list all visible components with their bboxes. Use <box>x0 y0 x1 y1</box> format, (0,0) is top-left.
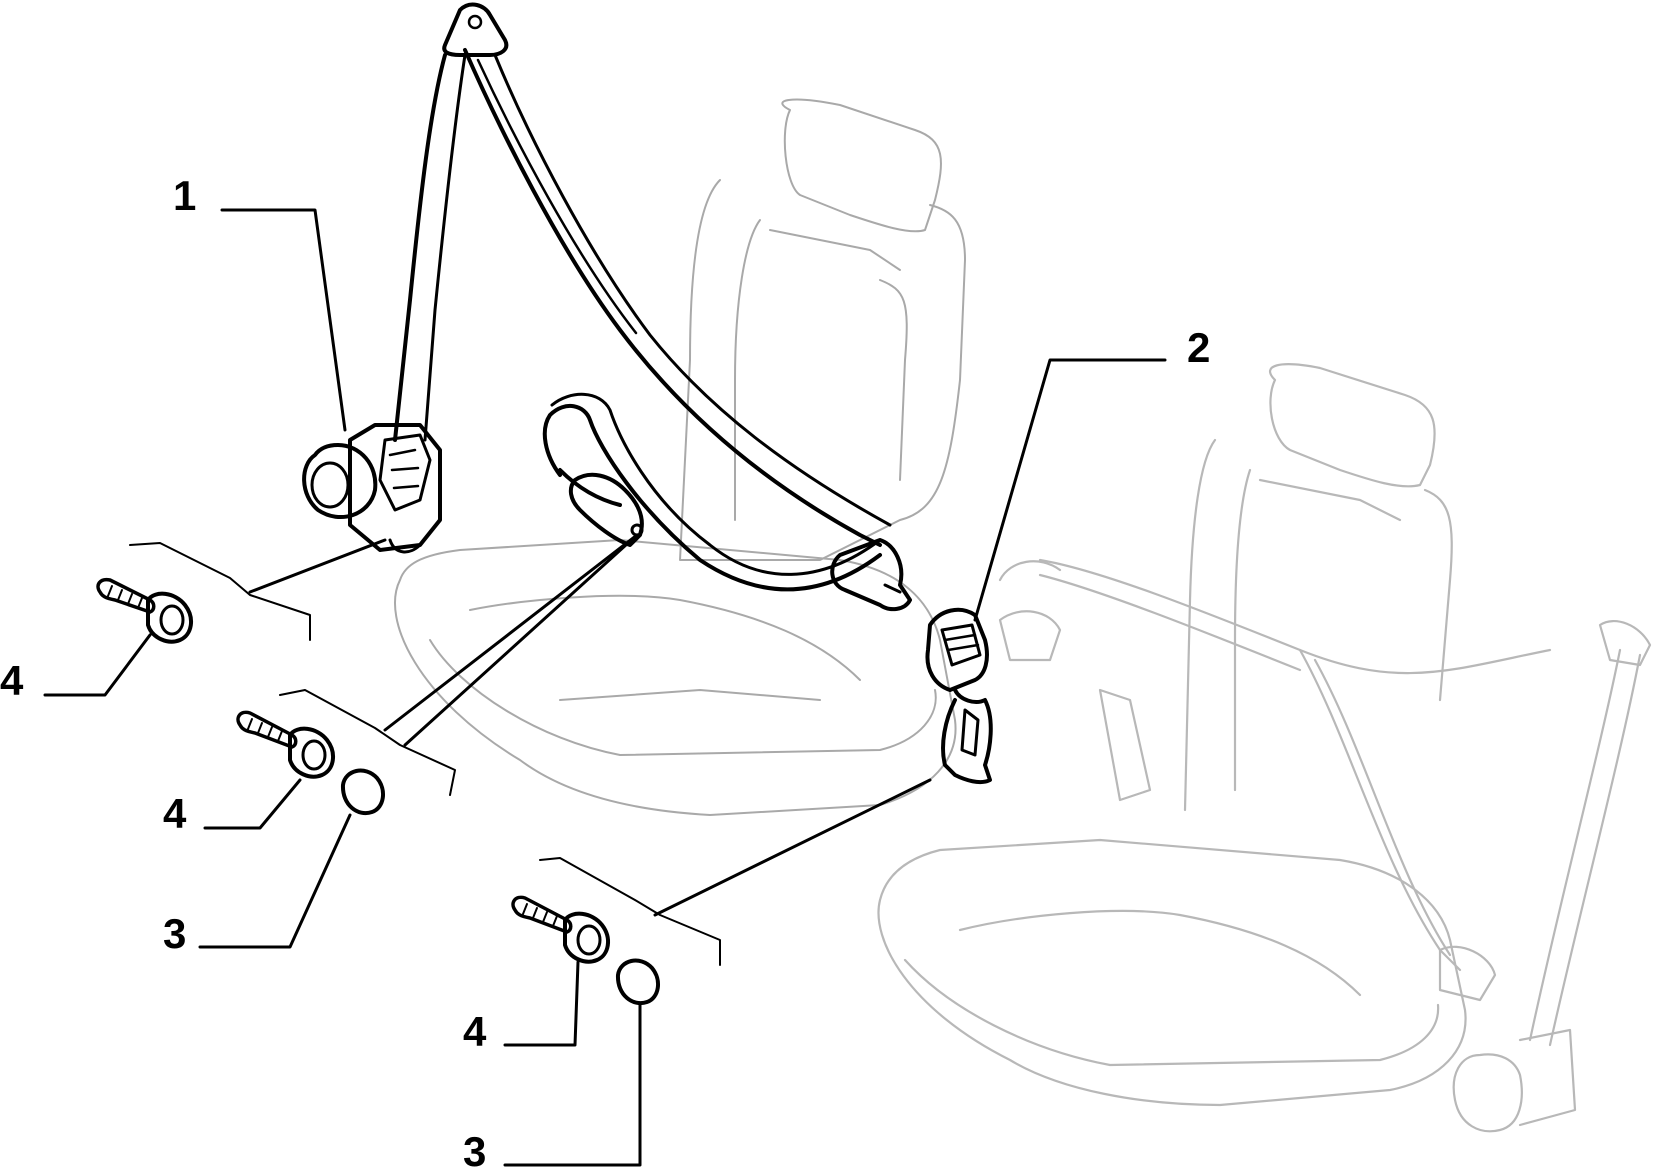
cap-lower <box>615 958 660 1006</box>
rear-seat-ghost <box>877 363 1652 1133</box>
bolt-upper-left <box>96 577 193 644</box>
callout-4-upper-left: 4 <box>0 657 24 704</box>
bolt-lower <box>511 895 610 964</box>
buckle-assembly <box>925 607 993 785</box>
mounting-surfaces <box>129 542 721 966</box>
callout-2: 2 <box>1187 324 1210 371</box>
callout-4-middle-left: 4 <box>163 790 187 837</box>
leader-lines <box>43 208 1167 1167</box>
bolt-middle-left <box>236 710 335 779</box>
callout-3-middle-left: 3 <box>163 910 186 957</box>
cap-middle-left <box>340 768 385 816</box>
callout-4-lower: 4 <box>463 1008 487 1055</box>
front-seat-outline <box>394 98 966 816</box>
callout-1: 1 <box>173 172 196 219</box>
seat-belt-assembly <box>302 2 912 612</box>
callout-3-lower: 3 <box>463 1128 486 1170</box>
